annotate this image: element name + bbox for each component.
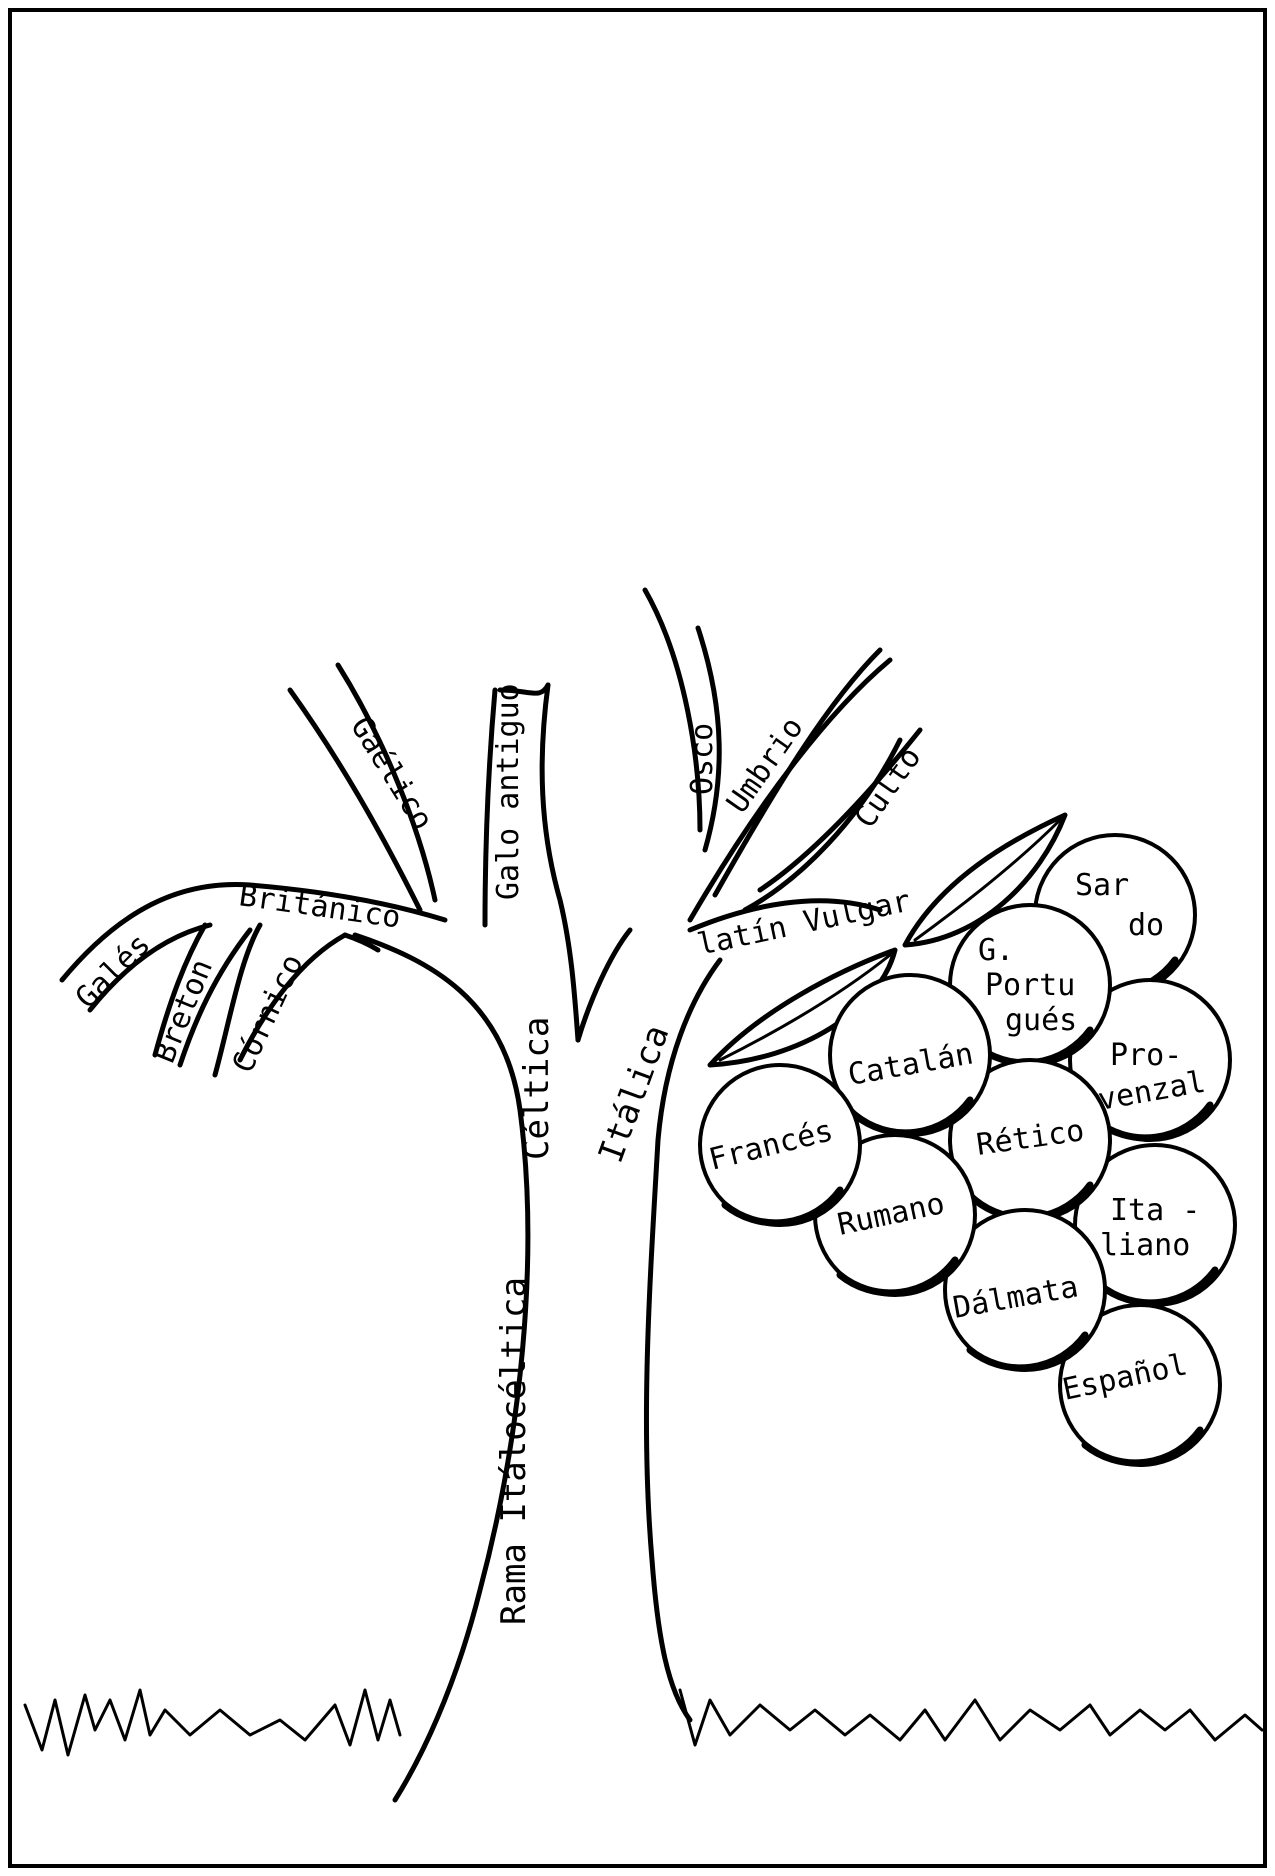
grape-label-portugues-2: Portu [985,968,1075,1003]
label-breton: Breton [147,954,220,1068]
label-galo-antiguo: Galo antiguo [491,683,526,900]
grass-right [680,1690,1262,1745]
grape-label-portugues-1: G. [978,933,1014,968]
grape-label-italiano-2: liano [1100,1228,1190,1263]
celtic-limbs [62,665,548,1075]
trunk [355,685,720,1800]
grape-label-italiano-1: Ita - [1110,1193,1200,1228]
grape-label-sardo-1: Sar [1075,868,1129,903]
label-culto: Culto [848,741,928,835]
label-osco: Osco [685,723,720,795]
label-latin-vulgar: latín Vulgar [694,884,913,963]
label-trunk: Rama Itálocéltica [494,1277,534,1625]
label-gales: Galés [69,927,158,1016]
grape-label-sardo-2: do [1128,908,1164,943]
label-celtica: Céltica [517,1017,557,1160]
label-cornico: Córnico [226,949,311,1078]
grape-label-portugues-3: gués [1005,1003,1077,1038]
grape-label-provenzal-1: Pro- [1110,1038,1182,1073]
grass-left [25,1690,400,1755]
label-gaelico: Gaélico [343,711,440,837]
